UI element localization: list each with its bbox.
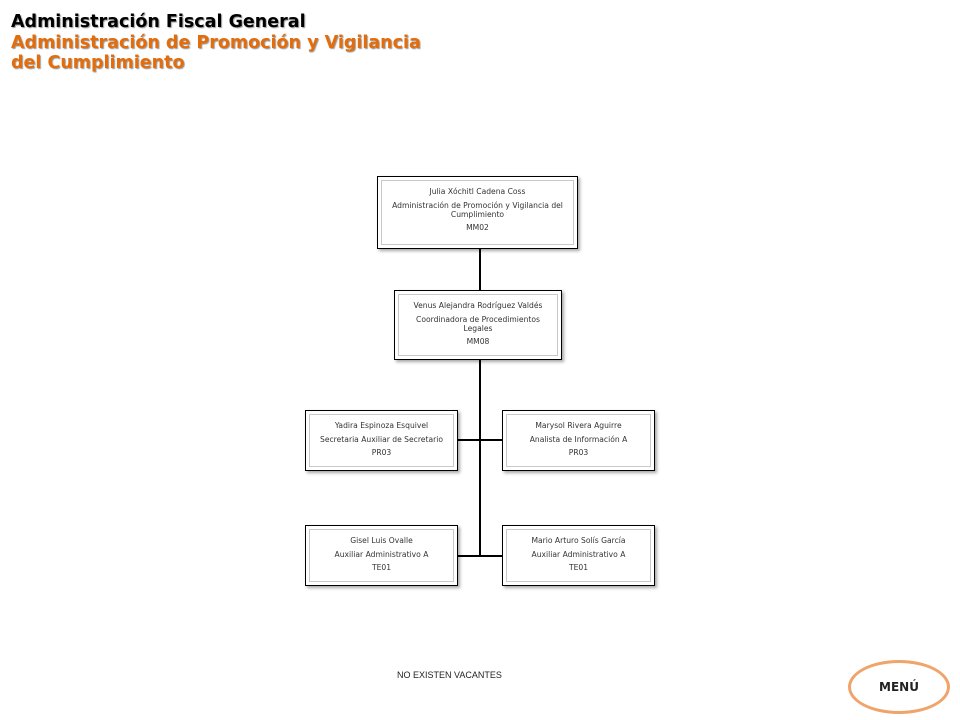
node-name: Julia Xóchitl Cadena Coss [429,187,526,196]
org-node-administrator: Julia Xóchitl Cadena Coss Administración… [377,176,578,249]
node-code: TE01 [371,563,392,572]
vacancies-note: NO EXISTEN VACANTES [397,670,502,680]
node-code: PR03 [568,448,589,457]
org-node-assistant-left: Gisel Luis Ovalle Auxiliar Administrativ… [305,525,458,586]
menu-button-label: MENÚ [879,680,919,694]
org-node-secretary: Yadira Espinoza Esquivel Secretaria Auxi… [305,410,458,471]
org-node-analyst: Marysol Rivera Aguirre Analista de Infor… [502,410,655,471]
node-code: MM08 [466,337,490,346]
page-header: Administración Fiscal General Administra… [11,12,421,74]
node-name: Yadira Espinoza Esquivel [334,421,429,430]
page-subtitle-line2: del Cumplimiento [11,53,185,74]
node-name: Venus Alejandra Rodríguez Valdés [413,301,543,310]
menu-button[interactable]: MENÚ [848,660,950,714]
node-role: Administración de Promoción y Vigilancia… [392,201,563,219]
node-name: Marysol Rivera Aguirre [535,421,622,430]
page-subtitle-line1: Administración de Promoción y Vigilancia [11,32,421,53]
node-code: MM02 [466,223,489,232]
node-role: Auxiliar Administrativo A [334,550,429,559]
node-code: PR03 [371,448,392,457]
node-name: Gisel Luis Ovalle [350,536,413,545]
node-role: Coordinadora de Procedimientos Legales [416,315,540,333]
node-role: Analista de Información A [529,435,628,444]
node-role: Auxiliar Administrativo A [531,550,626,559]
org-node-coordinator: Venus Alejandra Rodríguez Valdés Coordin… [394,290,562,360]
node-role: Secretaria Auxiliar de Secretario [320,435,443,444]
node-code: TE01 [568,563,589,572]
org-node-assistant-right: Mario Arturo Solís García Auxiliar Admin… [502,525,655,586]
page-title: Administración Fiscal General [11,12,306,32]
node-name: Mario Arturo Solís García [531,536,626,545]
